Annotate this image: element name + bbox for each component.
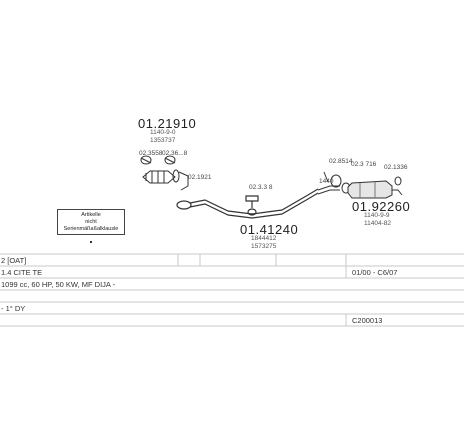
notice-line: nicht <box>85 219 97 225</box>
rear-bracket-number: 02.1336 <box>384 164 408 171</box>
front-pipe-number: 01.21910 <box>138 116 197 131</box>
rear-box-number: 01.92260 <box>352 199 411 214</box>
middle-pipe-ref: 1844412 <box>251 235 277 242</box>
front-pipe-ref: 1140-9-0 <box>150 129 176 136</box>
info-row-left: 1099 cc, 60 HP, 50 KW, MF DIJA - <box>1 280 116 289</box>
rear-box-ref: 11404-82 <box>364 220 391 227</box>
info-row-right: C200013 <box>352 316 383 325</box>
notice-line: Serienmäßaßalklausle <box>63 226 119 232</box>
middle-pipe-number: 01.41240 <box>240 222 299 237</box>
front-pipe-ref: 1353737 <box>150 137 176 144</box>
info-row-left: - 1° DY <box>1 304 26 313</box>
clamp-rear-a-number: 02.8514 <box>329 158 353 165</box>
middle-pipe-drawing <box>176 188 319 219</box>
middle-pipe-ref: 1573275 <box>251 243 277 250</box>
clamp-left-number: 02.3558 <box>139 150 163 157</box>
rear-box-ref: 1140-9-9 <box>364 212 390 219</box>
info-table <box>0 253 464 327</box>
flange-number: 02.1921 <box>188 174 212 181</box>
hook-number: 1440 <box>319 178 334 185</box>
clamp-right-number: 02.36...8 <box>162 150 188 157</box>
mid-clamp-number: 02.3.3 8 <box>249 184 273 191</box>
notice-box: Artikelle nicht Serienmäßaßalklausle <box>57 209 125 235</box>
rear-box-drawing <box>317 171 403 199</box>
info-row-right: 01/00 - C6/07 <box>352 268 398 277</box>
notice-line: Artikelle <box>81 212 101 218</box>
clamp-rear-b-number: 02.3 716 <box>351 161 377 168</box>
bullet-mark <box>90 241 92 243</box>
front-pipe-drawing <box>140 155 189 191</box>
info-row-left: 2 [OAT] <box>1 256 27 265</box>
info-row-left: 1.4 CITE TE <box>1 268 43 277</box>
